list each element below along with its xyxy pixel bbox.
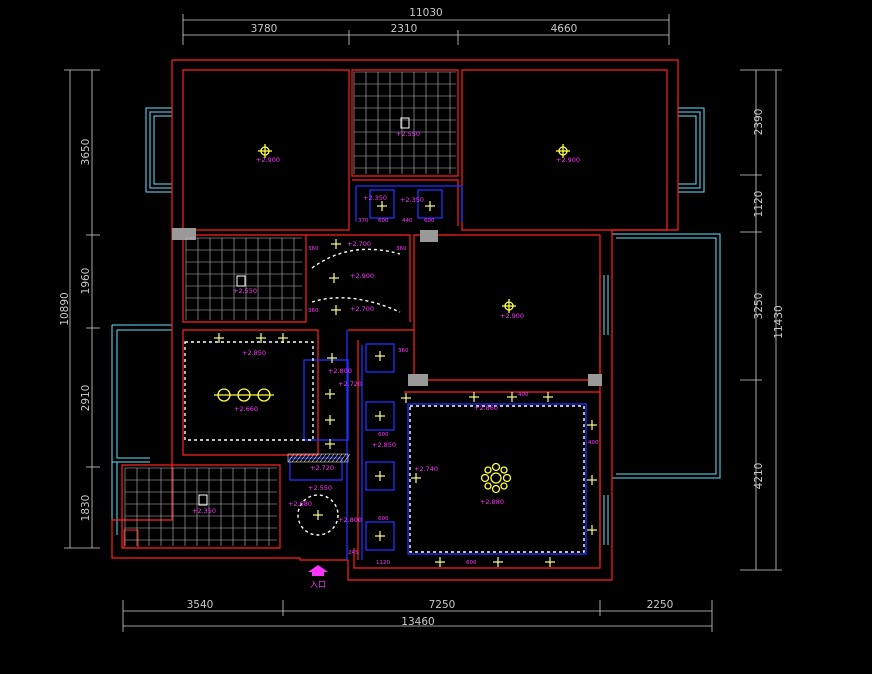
small-dim: 370 (358, 218, 369, 224)
dim-bottom-total: 13460 (401, 616, 434, 628)
level-aisle-a: +2.850 (372, 441, 396, 449)
dim-right-total: 11430 (773, 305, 785, 338)
level-bath-top: +2.550 (396, 130, 420, 138)
level-entry-b: +2.680 (288, 500, 312, 508)
downlights (214, 201, 597, 567)
ceiling-lamps (198, 117, 570, 506)
fan-icon (198, 494, 208, 506)
windows (111, 107, 721, 545)
dim-top-3: 4660 (551, 23, 578, 35)
level-closet: +2.350 (363, 194, 387, 202)
small-dim: 360 (398, 348, 409, 354)
dim-left-1: 3650 (80, 139, 92, 166)
dim-left-3: 2910 (80, 385, 92, 412)
lamp-icon (556, 144, 570, 158)
small-dim: 360 (396, 246, 407, 252)
top-dimensions: 11030 3780 2310 4660 (182, 7, 670, 45)
dim-bottom-2: 7250 (429, 599, 456, 611)
dim-top-2: 2310 (391, 23, 418, 35)
level-corridor-c: +2.700 (350, 305, 374, 313)
dim-bottom-3: 2250 (647, 599, 674, 611)
walls (111, 59, 679, 581)
level-dining-inner: +2.660 (234, 405, 258, 413)
dim-left-2: 1960 (80, 268, 92, 295)
level-dining: +2.850 (242, 349, 266, 357)
hatch-strip (287, 453, 351, 463)
small-dim: 440 (402, 218, 413, 224)
small-dim: 400 (588, 440, 599, 446)
entrance-label: 入口 (310, 580, 326, 589)
ceiling-outlines (289, 185, 587, 560)
small-dim: 360 (308, 246, 319, 252)
small-dim: 245 (348, 550, 359, 556)
ceiling-dashed-edges (184, 248, 585, 553)
small-dim: 600 (378, 432, 389, 438)
dim-top-total: 11030 (409, 7, 442, 19)
level-closet-b: +2.350 (400, 196, 424, 204)
dim-left-4: 1830 (80, 495, 92, 522)
level-study: +2.900 (500, 312, 524, 320)
level-entry-c: +2.800 (338, 516, 362, 524)
tile-grids (124, 71, 456, 546)
flower-chandelier-icon (480, 462, 512, 494)
dim-right-3: 3250 (753, 293, 765, 320)
small-dim: 600 (378, 516, 389, 522)
small-dim: 600 (466, 560, 477, 566)
small-dim: 400 (518, 392, 529, 398)
lamp-icon (258, 144, 272, 158)
level-bedroom-left: +2.900 (256, 156, 280, 164)
dim-right-4: 4210 (753, 463, 765, 490)
entrance-marker: 入口 (308, 565, 328, 589)
dim-right-1: 2390 (753, 109, 765, 136)
lamp-icon (502, 299, 516, 313)
dim-bottom-1: 3540 (187, 599, 214, 611)
chandelier-icon (214, 388, 274, 402)
level-aisle-c: +2.720 (310, 464, 334, 472)
small-dim: 1120 (376, 560, 390, 566)
level-corridor-a: +2.700 (347, 240, 371, 248)
dim-left-total: 10890 (59, 292, 71, 325)
level-hall-a: +2.800 (328, 367, 352, 375)
level-kitchen: +2.350 (192, 507, 216, 515)
level-hall-b: +2.720 (338, 380, 362, 388)
fan-icon (400, 117, 410, 129)
dim-right-2: 1120 (753, 191, 765, 218)
small-dim: 600 (424, 218, 435, 224)
small-dim: 360 (308, 308, 319, 314)
level-living-inner: +2.880 (480, 498, 504, 506)
level-aisle-b: +2.740 (414, 465, 438, 473)
level-bedroom-right: +2.900 (556, 156, 580, 164)
small-dimensions: 370 600 440 600 360 360 360 600 600 400 … (308, 218, 599, 566)
level-living: +2.860 (474, 404, 498, 412)
level-corridor-b: +2.900 (350, 272, 374, 280)
small-dim: 600 (378, 218, 389, 224)
bottom-dimensions: 3540 7250 2250 13460 (122, 599, 713, 632)
fan-icon (236, 275, 246, 287)
level-bath-left: +2.550 (233, 287, 257, 295)
left-dimensions: 10890 3650 1960 2910 1830 (59, 69, 100, 549)
level-labels: +2.900 +2.550 +2.900 +2.350 +2.350 +2.55… (192, 130, 580, 524)
right-dimensions: 2390 1120 3250 4210 11430 (740, 69, 785, 571)
dim-top-1: 3780 (251, 23, 278, 35)
level-entry-a: +2.550 (308, 484, 332, 492)
